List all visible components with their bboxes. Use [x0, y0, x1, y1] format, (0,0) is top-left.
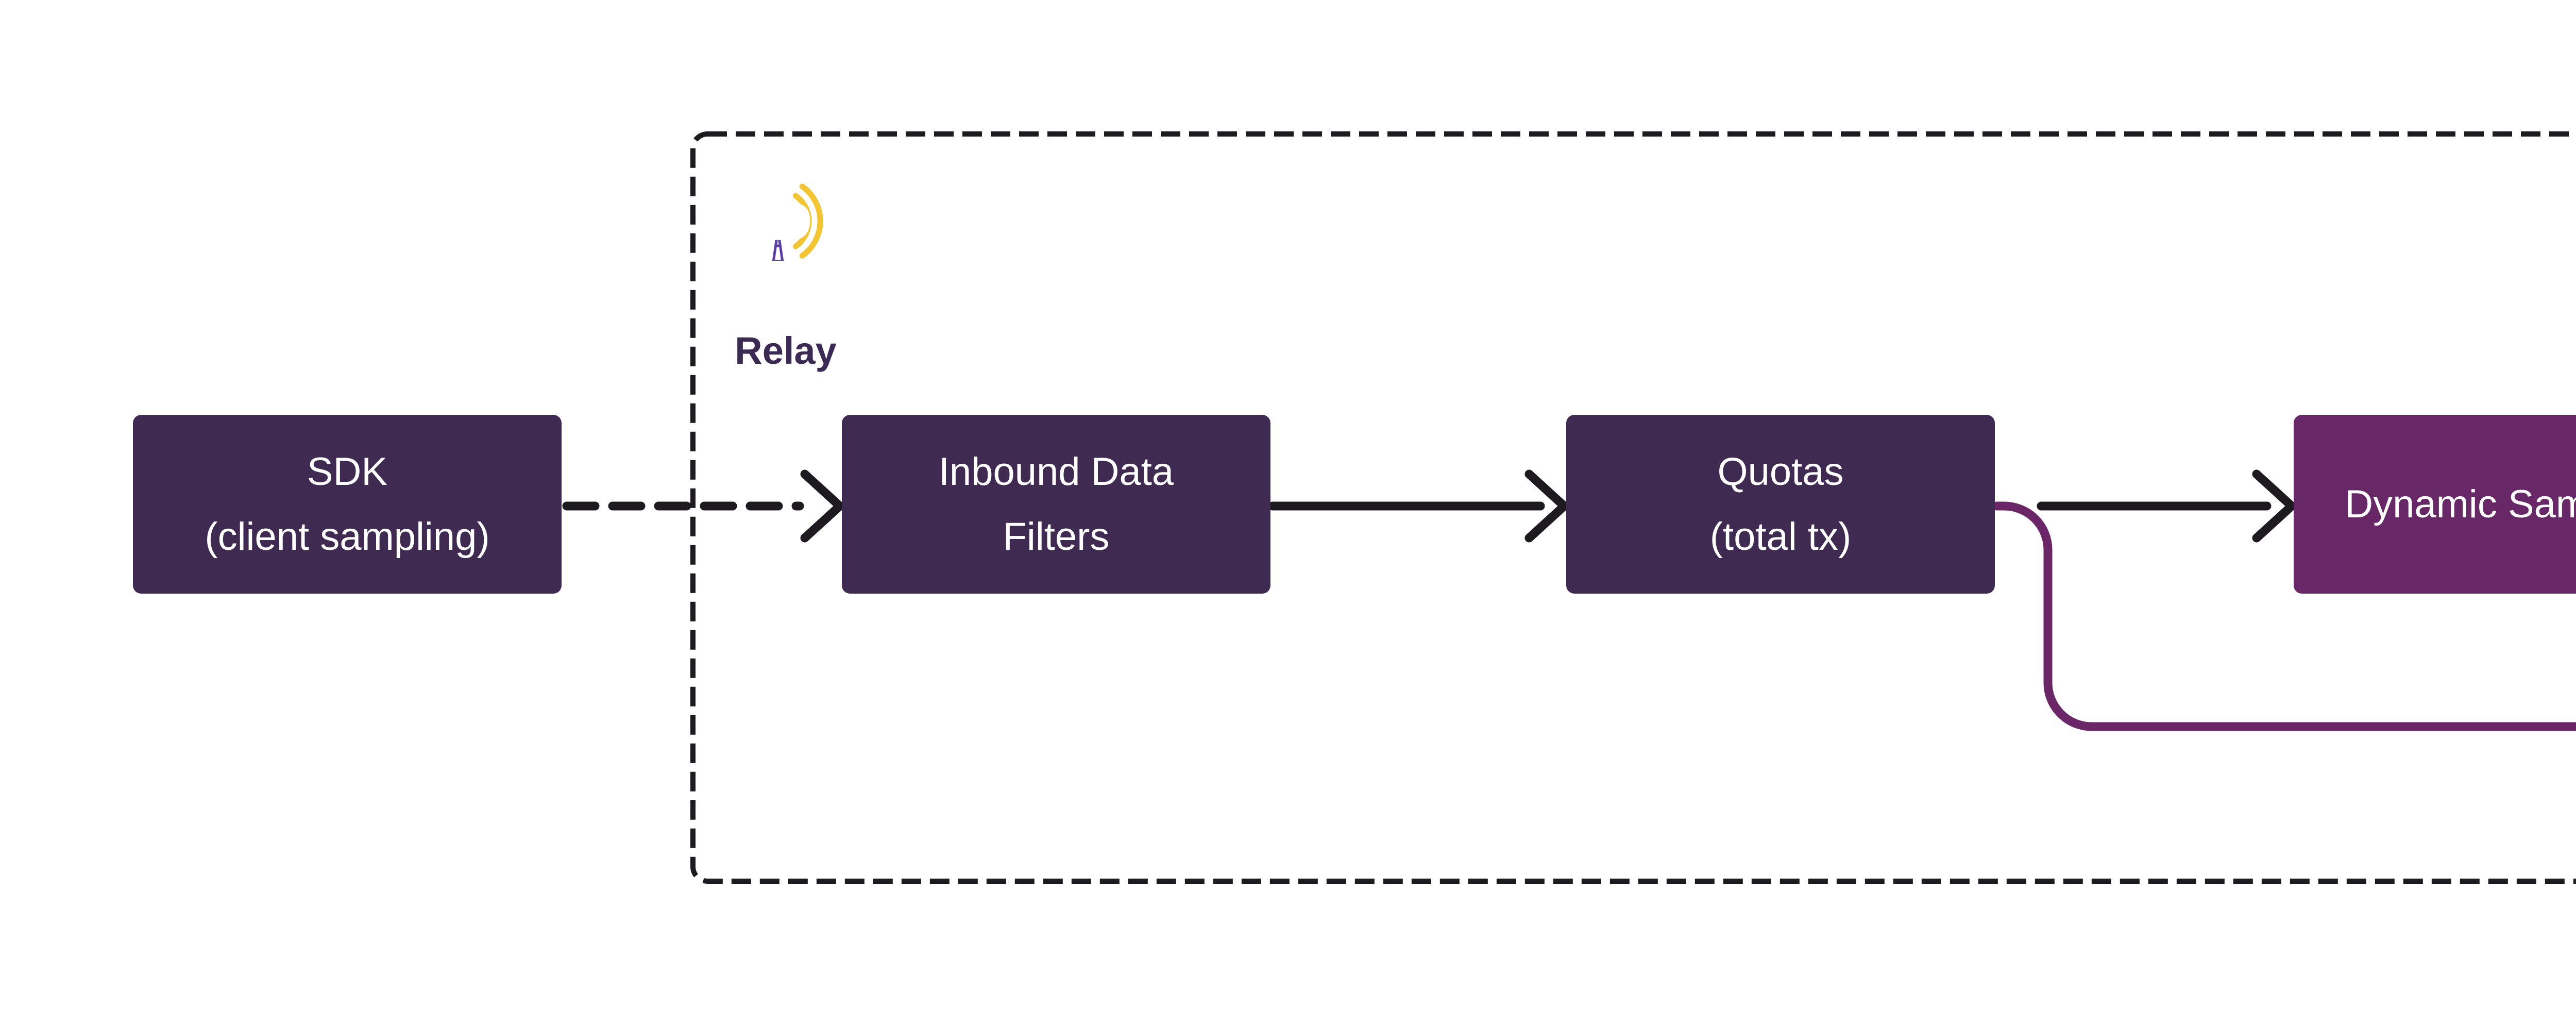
node-sdk: SDK (client sampling): [133, 415, 562, 594]
node-inbound-line2: Filters: [1003, 514, 1110, 559]
metrics-edge-label: Total Transactions (aka metrics): [2524, 659, 2576, 699]
metrics-bypass-line: [1992, 501, 2576, 731]
relay-wordmark: Relay: [735, 329, 837, 372]
relay-container-border: [690, 131, 2576, 884]
arrowhead-sdk-to-inbound-icon: [800, 469, 844, 543]
node-dynamic-sampling-line1: Dynamic Sampling: [2345, 482, 2576, 526]
radio-tower-icon: [766, 230, 790, 301]
antenna-dot-icon: [770, 213, 786, 229]
arrowhead-quotas-to-dynamic-icon: [2252, 469, 2296, 543]
node-sdk-line1: SDK: [307, 449, 388, 494]
node-dynamic-sampling: Dynamic Sampling: [2294, 415, 2576, 594]
node-inbound-line1: Inbound Data: [938, 449, 1174, 494]
node-quotas-line2: (total tx): [1709, 514, 1852, 559]
signal-waves-icon: [786, 183, 823, 259]
node-quotas-line1: Quotas: [1717, 449, 1844, 494]
node-sdk-line2: (client sampling): [205, 514, 490, 559]
node-quotas: Quotas (total tx): [1566, 415, 1995, 594]
relay-logo-icon: R: [766, 183, 823, 301]
node-inbound-data-filters: Inbound Data Filters: [842, 415, 1270, 594]
arrowhead-inbound-to-quotas-icon: [1524, 469, 1569, 543]
